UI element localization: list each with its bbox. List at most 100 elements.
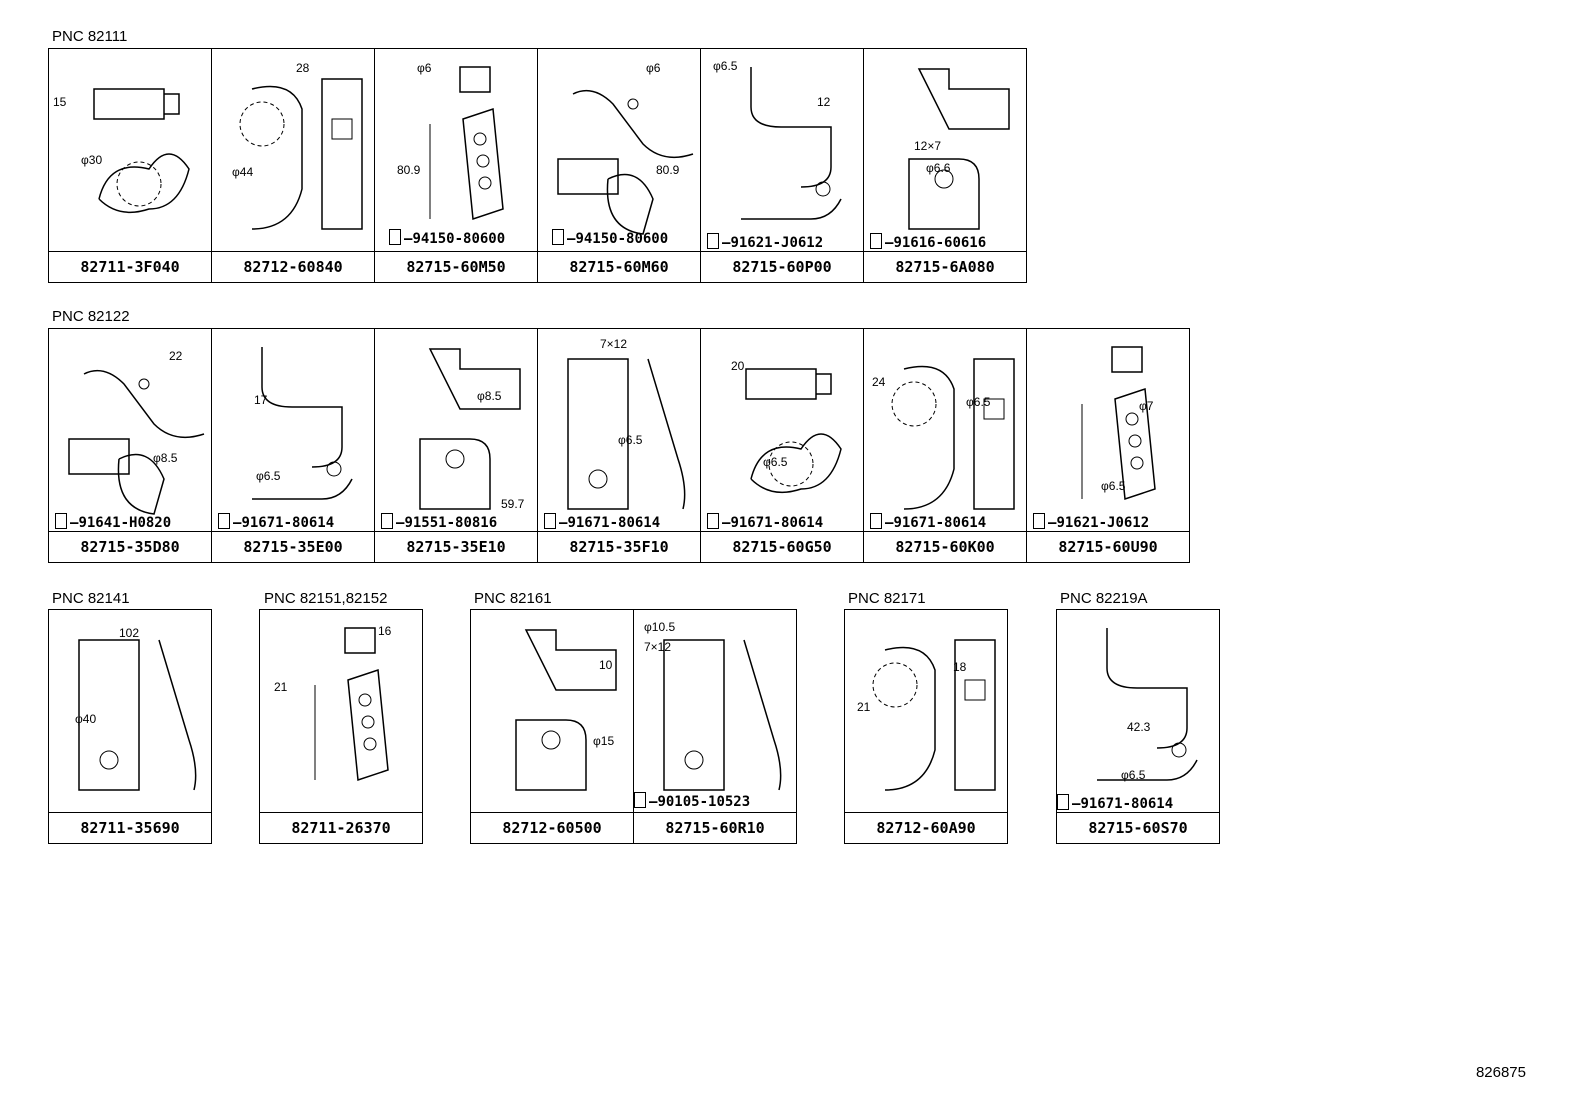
dimension-label: 42.3 <box>1127 720 1151 734</box>
part-cell: 16 21 82711-26370 <box>259 609 423 844</box>
pnc-label: PNC 82171 <box>848 590 926 607</box>
pnc-label: PNC 82219A <box>1060 590 1148 607</box>
bolt-icon <box>544 513 556 529</box>
bolt-number-text: 90105-10523 <box>657 794 751 810</box>
bolt-part-number: —91621-J0612 <box>1033 513 1149 531</box>
part-illustration <box>49 610 213 815</box>
part-number[interactable]: 82715-60K00 <box>864 531 1026 562</box>
part-number[interactable]: 82711-3F040 <box>49 251 211 282</box>
dimension-label: φ8.5 <box>153 451 178 465</box>
bolt-part-number: —91671-80614 <box>870 513 986 531</box>
bolt-number-text: 91621-J0612 <box>1056 515 1150 531</box>
bolt-number-text: 91621-J0612 <box>730 235 824 251</box>
part-number[interactable]: 82715-60U90 <box>1027 531 1189 562</box>
dimension-label: 7×12 <box>644 640 672 654</box>
part-cell: 102 φ40 82711-35690 <box>48 609 212 844</box>
dimension-label: φ15 <box>593 734 615 748</box>
part-cell: 28 φ44 82712-60840 <box>211 48 375 283</box>
part-illustration <box>864 49 1028 254</box>
part-number[interactable]: 82715-35E10 <box>375 531 537 562</box>
bolt-icon <box>634 792 646 808</box>
bolt-part-number: —91551-80816 <box>381 513 497 531</box>
bolt-icon <box>707 513 719 529</box>
pnc-label: PNC 82161 <box>474 590 552 607</box>
dimension-label: 21 <box>274 680 288 694</box>
part-illustration <box>701 329 865 534</box>
dimension-label: 20 <box>731 359 745 373</box>
bolt-number-text: 91671-80614 <box>241 515 335 531</box>
dimension-label: φ7 <box>1139 399 1154 413</box>
part-number[interactable]: 82715-60P00 <box>701 251 863 282</box>
dimension-label: φ10.5 <box>644 620 676 634</box>
dimension-label: φ6.5 <box>763 455 788 469</box>
dimension-label: φ6.5 <box>1121 768 1146 782</box>
bolt-part-number: —91671-80614 <box>707 513 823 531</box>
dimension-label: 28 <box>296 61 310 75</box>
bolt-part-number: —91641-H0820 <box>55 513 171 531</box>
dimension-label: φ40 <box>75 712 97 726</box>
part-illustration <box>471 610 635 815</box>
part-number[interactable]: 82715-35F10 <box>538 531 700 562</box>
part-number[interactable]: 82715-35D80 <box>49 531 211 562</box>
part-number[interactable]: 82715-60G50 <box>701 531 863 562</box>
bolt-icon <box>389 229 401 245</box>
bolt-icon <box>1057 794 1069 810</box>
part-illustration <box>49 49 213 254</box>
dimension-label: φ6 <box>646 61 661 75</box>
part-number[interactable]: 82715-35E00 <box>212 531 374 562</box>
part-number[interactable]: 82711-35690 <box>49 812 211 843</box>
part-number[interactable]: 82712-60A90 <box>845 812 1007 843</box>
part-illustration <box>375 329 539 534</box>
bolt-number-text: 91616-60616 <box>893 235 987 251</box>
dimension-label: φ6.5 <box>618 433 643 447</box>
bolt-number-text: 91671-80614 <box>1080 796 1174 812</box>
bolt-icon <box>1033 513 1045 529</box>
dimension-label: φ6.5 <box>1101 479 1126 493</box>
bolt-part-number: —94150-80600 <box>552 229 668 247</box>
bolt-part-number: —91671-80614 <box>218 513 334 531</box>
bolt-part-number: —90105-10523 <box>634 792 750 810</box>
dimension-label: 16 <box>378 624 392 638</box>
bolt-part-number: —91616-60616 <box>870 233 986 251</box>
part-number[interactable]: 82712-60840 <box>212 251 374 282</box>
dimension-label: φ6 <box>417 61 432 75</box>
part-number[interactable]: 82715-60R10 <box>634 812 796 843</box>
bolt-icon <box>218 513 230 529</box>
bolt-number-text: 91641-H0820 <box>78 515 172 531</box>
part-cell: φ10.5 7×12 —90105-10523 82715-60R10 <box>633 609 797 844</box>
part-illustration <box>634 610 798 815</box>
dimension-label: 10 <box>599 658 613 672</box>
part-illustration <box>845 610 1009 815</box>
part-number[interactable]: 82715-6A080 <box>864 251 1026 282</box>
part-number[interactable]: 82715-60S70 <box>1057 812 1219 843</box>
illustration-reference-number: 826875 <box>1475 1064 1526 1081</box>
dimension-label: 102 <box>119 626 140 640</box>
pnc-label: PNC 82111 <box>52 28 128 45</box>
part-number[interactable]: 82715-60M50 <box>375 251 537 282</box>
part-number[interactable]: 82712-60500 <box>471 812 633 843</box>
bolt-icon <box>870 233 882 249</box>
part-number[interactable]: 82711-26370 <box>260 812 422 843</box>
dimension-label: 18 <box>953 660 967 674</box>
pnc-label: PNC 82122 <box>52 308 130 325</box>
dimension-label: 12 <box>817 95 831 109</box>
dimension-label: 59.7 <box>501 497 525 511</box>
bolt-icon <box>381 513 393 529</box>
dimension-label: 17 <box>254 393 268 407</box>
dimension-label: 22 <box>169 349 183 363</box>
dimension-label: 80.9 <box>656 163 680 177</box>
part-illustration <box>1057 610 1221 815</box>
dimension-label: φ44 <box>232 165 254 179</box>
dimension-label: φ6.5 <box>256 469 281 483</box>
part-number[interactable]: 82715-60M60 <box>538 251 700 282</box>
